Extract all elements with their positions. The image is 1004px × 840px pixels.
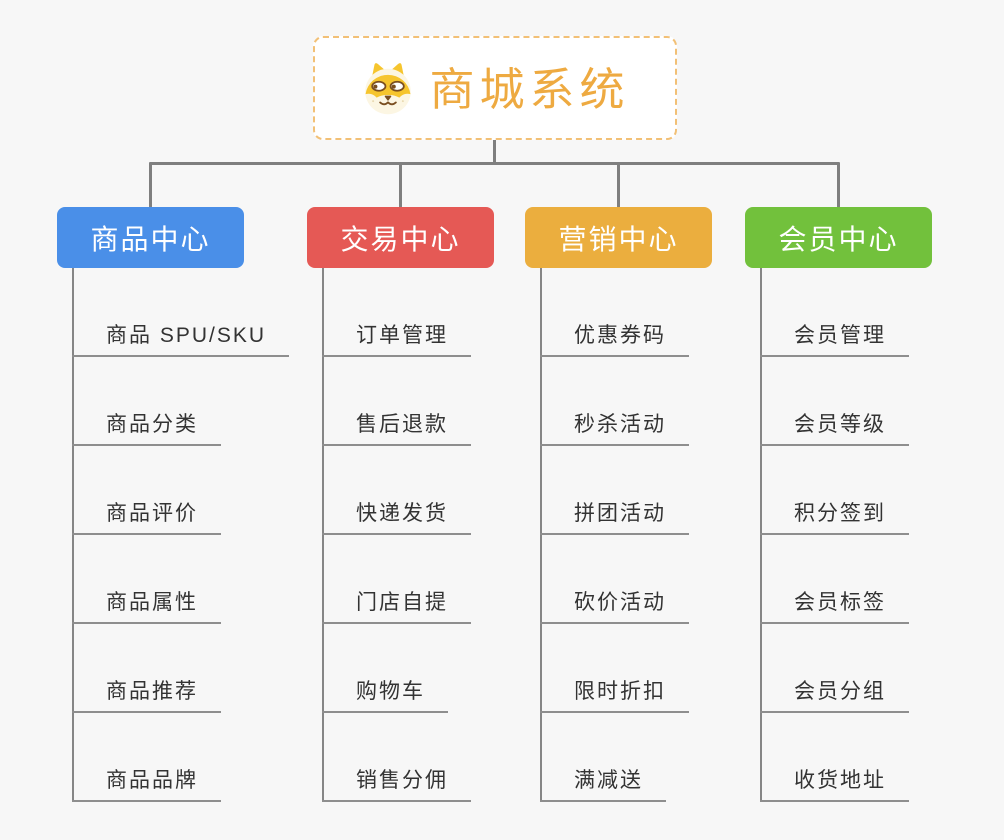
branch-label: 商品中心 [90, 223, 211, 255]
branch-header-member[interactable]: 会员中心 [745, 207, 932, 268]
branch-item[interactable]: 商品推荐 [72, 678, 221, 713]
connector-horizontal-bar [149, 162, 840, 165]
connector-drop-trade [399, 162, 402, 208]
branch-item[interactable]: 满减送 [540, 767, 666, 802]
branch-item[interactable]: 商品评价 [72, 500, 221, 535]
branch-item[interactable]: 秒杀活动 [540, 411, 689, 446]
branch-item[interactable]: 购物车 [322, 678, 448, 713]
branch-item[interactable]: 快递发货 [322, 500, 471, 535]
branch-item[interactable]: 订单管理 [322, 322, 471, 357]
branch-item[interactable]: 销售分佣 [322, 767, 471, 802]
branch-item[interactable]: 商品品牌 [72, 767, 221, 802]
branch-item[interactable]: 拼团活动 [540, 500, 689, 535]
branch-item[interactable]: 限时折扣 [540, 678, 689, 713]
branch-item[interactable]: 会员管理 [760, 322, 909, 357]
branch-item[interactable]: 会员标签 [760, 589, 909, 624]
branch-item[interactable]: 会员分组 [760, 678, 909, 713]
branch-trunk-line [322, 268, 324, 802]
branch-item[interactable]: 积分签到 [760, 500, 909, 535]
branch-label: 营销中心 [558, 223, 679, 255]
connector-drop-marketing [617, 162, 620, 208]
branch-header-trade[interactable]: 交易中心 [307, 207, 494, 268]
root-title: 商城系统 [429, 63, 630, 115]
connector-drop-product [149, 162, 152, 208]
branch-item[interactable]: 商品属性 [72, 589, 221, 624]
branch-header-marketing[interactable]: 营销中心 [525, 207, 712, 268]
connector-root-drop [493, 140, 496, 164]
dog-icon [360, 60, 416, 116]
branch-item[interactable]: 门店自提 [322, 589, 471, 624]
branch-item[interactable]: 商品 SPU/SKU [72, 322, 290, 357]
root-node[interactable]: 商城系统 [313, 36, 677, 140]
branch-marketing-center: 营销中心 优惠券码 秒杀活动 拼团活动 砍价活动 限时折扣 满减送 [525, 207, 712, 840]
branch-item[interactable]: 砍价活动 [540, 589, 689, 624]
branch-label: 交易中心 [340, 223, 461, 255]
connector-drop-member [837, 162, 840, 208]
branch-item[interactable]: 商品分类 [72, 411, 221, 446]
branch-header-product[interactable]: 商品中心 [57, 207, 244, 268]
branch-label: 会员中心 [778, 223, 899, 255]
branch-trade-center: 交易中心 订单管理 售后退款 快递发货 门店自提 购物车 销售分佣 [307, 207, 494, 840]
branch-trunk-line [540, 268, 542, 802]
branch-item[interactable]: 收货地址 [760, 767, 909, 802]
branch-member-center: 会员中心 会员管理 会员等级 积分签到 会员标签 会员分组 收货地址 [745, 207, 932, 840]
branch-trunk-line [72, 268, 74, 802]
branch-item[interactable]: 优惠券码 [540, 322, 689, 357]
branch-trunk-line [760, 268, 762, 802]
branch-item[interactable]: 售后退款 [322, 411, 471, 446]
branch-item[interactable]: 会员等级 [760, 411, 909, 446]
branch-product-center: 商品中心 商品 SPU/SKU 商品分类 商品评价 商品属性 商品推荐 商品品牌 [57, 207, 290, 840]
